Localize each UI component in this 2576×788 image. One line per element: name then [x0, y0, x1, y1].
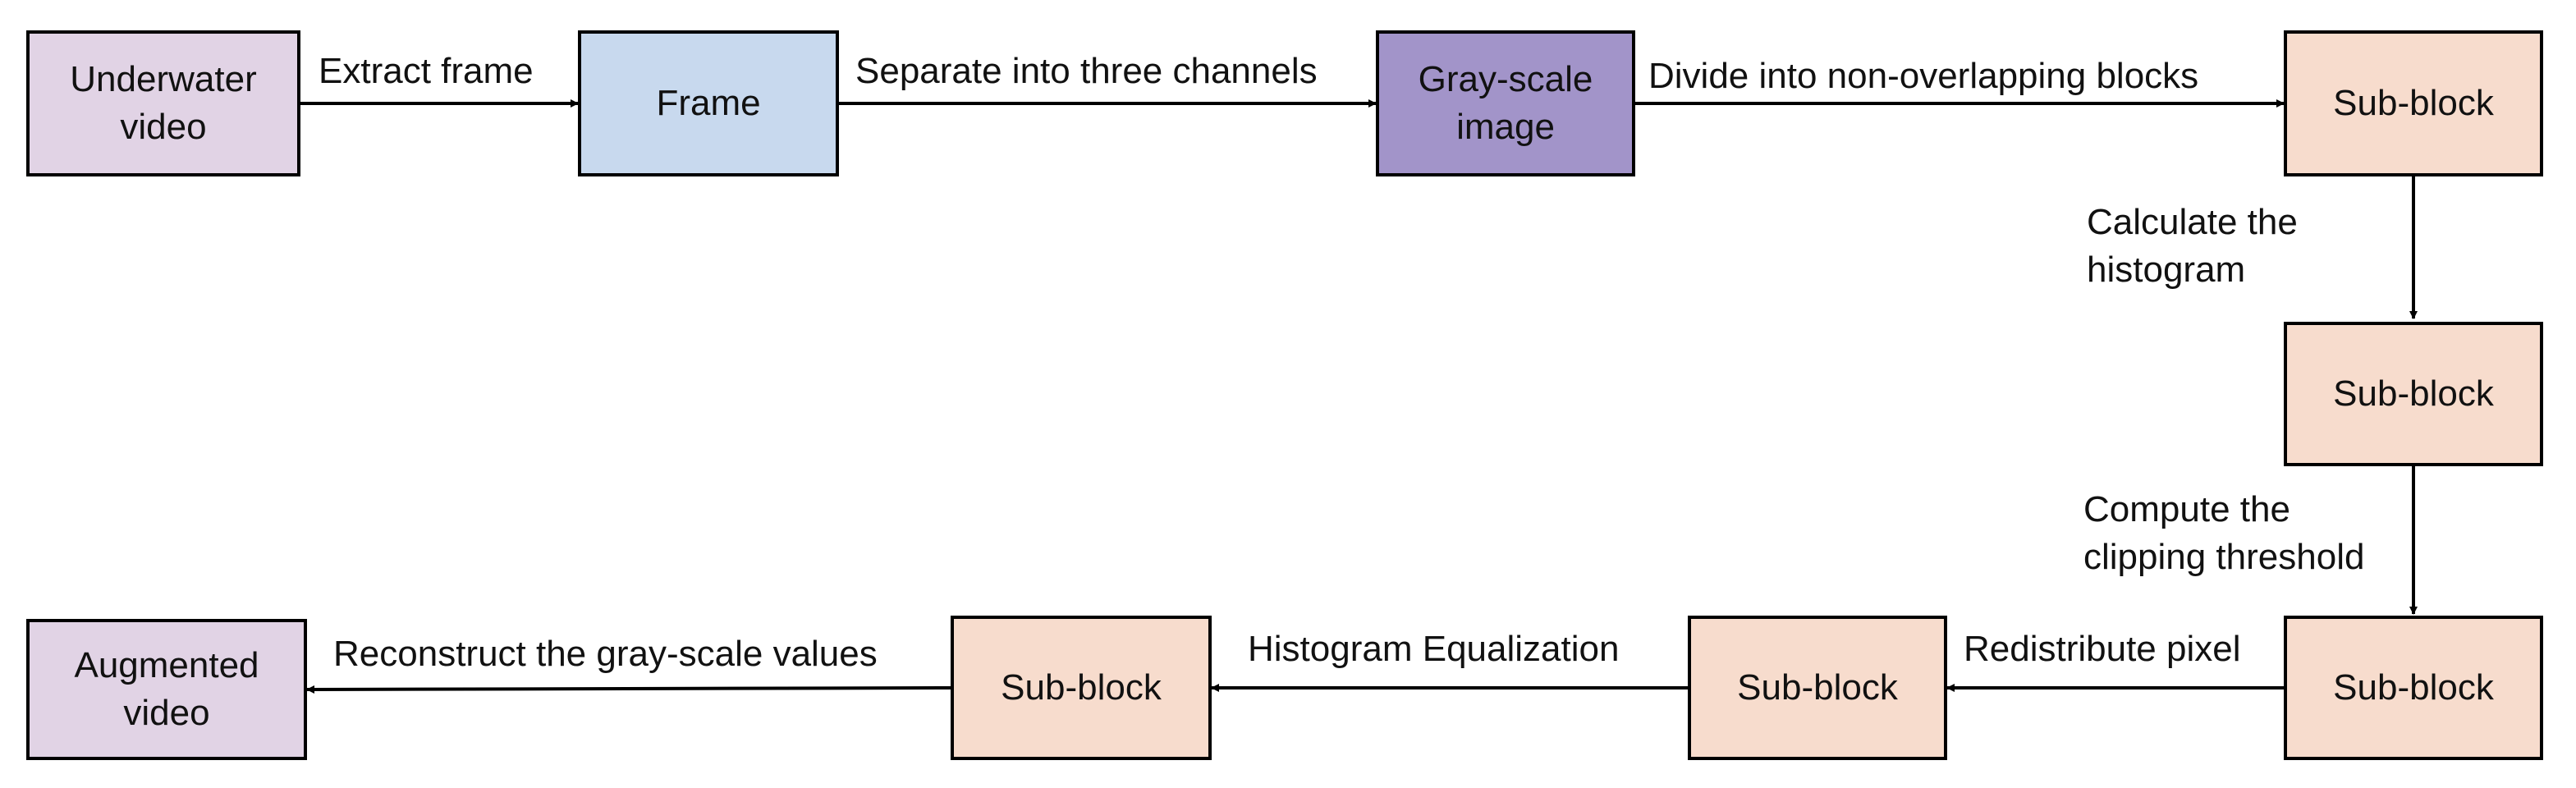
node-augmented-video: Augmented video — [26, 619, 307, 760]
label-histogram-equalization: Histogram Equalization — [1248, 629, 1620, 669]
label-compute-threshold: Compute the clipping threshold — [2083, 489, 2365, 577]
label-separate-channels: Separate into three channels — [855, 51, 1318, 91]
label-reconstruct-values: Reconstruct the gray-scale values — [333, 634, 878, 674]
node-underwater-video: Underwater video — [26, 30, 300, 176]
label-extract-frame: Extract frame — [319, 51, 534, 91]
node-grayscale-image: Gray-scale image — [1376, 30, 1635, 176]
node-sub-block-1: Sub-block — [2284, 30, 2543, 176]
arrow-reconstruct-values — [306, 685, 951, 694]
node-sub-block-3: Sub-block — [2284, 616, 2543, 760]
label-calculate-histogram: Calculate the histogram — [2087, 202, 2298, 290]
node-sub-block-2: Sub-block — [2284, 322, 2543, 466]
node-frame: Frame — [578, 30, 839, 176]
label-redistribute-pixel: Redistribute pixel — [1964, 629, 2241, 669]
node-sub-block-4: Sub-block — [1688, 616, 1947, 760]
label-divide-blocks: Divide into non-overlapping blocks — [1648, 56, 2199, 96]
node-sub-block-5: Sub-block — [951, 616, 1212, 760]
